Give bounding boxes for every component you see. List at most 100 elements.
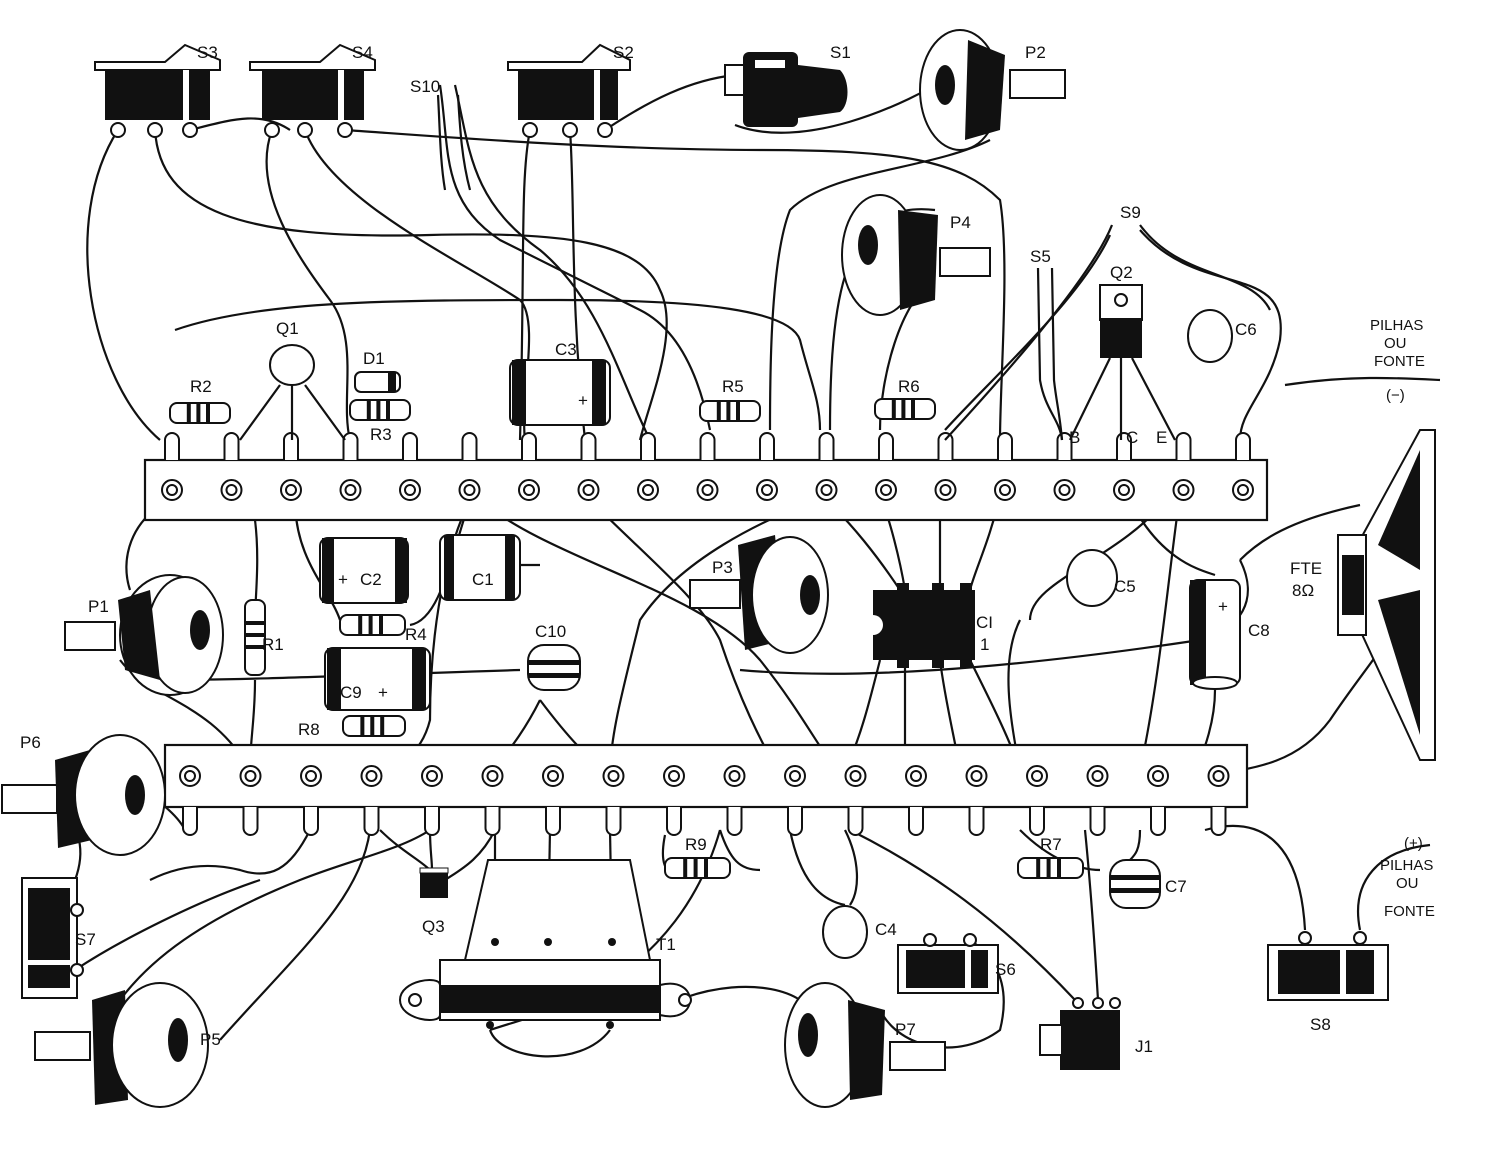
terminal-eyelet [934, 479, 957, 501]
terminal-eyelet [220, 479, 243, 501]
solder-lug [424, 807, 440, 836]
transformer-t1 [398, 859, 692, 1029]
capacitor-c2 [319, 537, 409, 604]
label-r7: R7 [1040, 835, 1062, 854]
label-c9: C9 [340, 683, 362, 702]
terminal-eyelet [458, 479, 481, 501]
label-c5: C5 [1114, 577, 1136, 596]
resistor-r8 [342, 715, 406, 737]
label-r8: R8 [298, 720, 320, 739]
terminal-eyelet [844, 765, 867, 787]
solder-lug [545, 807, 561, 836]
solder-lug [878, 432, 894, 460]
slide-switch-s7[interactable] [21, 877, 84, 999]
switch-s3[interactable] [94, 43, 221, 138]
label-s6: S6 [995, 960, 1016, 979]
label-d1: D1 [363, 349, 385, 368]
lower-terminal-strip [163, 743, 1249, 836]
transistor-q1 [239, 344, 346, 441]
terminal-eyelet [965, 765, 988, 787]
label-s2: S2 [613, 43, 634, 62]
potentiometer-p1[interactable] [64, 574, 224, 696]
potentiometer-p6[interactable] [1, 734, 166, 856]
supply-neg-line2: OU [1384, 335, 1407, 352]
solder-lug [605, 807, 622, 836]
terminal-eyelet [815, 479, 838, 501]
label-p1: P1 [88, 597, 109, 616]
solder-lug [182, 807, 198, 836]
solder-lug [402, 432, 418, 460]
jack-j1[interactable] [1039, 997, 1121, 1070]
resistor-r7 [1017, 857, 1084, 879]
label-r6: R6 [898, 377, 920, 396]
supply-pos-polarity: (+) [1404, 835, 1423, 852]
solder-lug [666, 807, 682, 836]
capacitor-c3 [509, 359, 611, 426]
switch-s4[interactable] [249, 43, 376, 138]
solder-lug [580, 432, 597, 460]
label-p6: P6 [20, 733, 41, 752]
resistor-r2 [169, 402, 231, 424]
label-s9: S9 [1120, 203, 1141, 222]
potentiometer-p3[interactable] [689, 535, 829, 654]
terminal-eyelet [756, 479, 778, 501]
solder-lug [818, 432, 835, 460]
terminal-eyelet [1026, 765, 1048, 787]
label-q2-c: C [1126, 428, 1138, 447]
capacitor-c9 [324, 647, 431, 711]
label-q2-e: E [1156, 428, 1167, 447]
solder-lug [908, 807, 924, 836]
supply-neg-polarity: (−) [1386, 387, 1405, 404]
label-r4: R4 [405, 625, 427, 644]
switch-s1[interactable] [724, 52, 848, 127]
label-r9: R9 [685, 835, 707, 854]
solder-lug [303, 807, 319, 836]
label-s4: S4 [352, 43, 373, 62]
label-speaker-line1: FTE [1290, 559, 1322, 578]
terminal-eyelet [875, 479, 897, 501]
terminal-eyelet [300, 765, 322, 787]
solder-lug [461, 432, 478, 460]
terminal-eyelet [542, 765, 564, 787]
terminal-eyelet [696, 479, 719, 501]
terminal-eyelet [421, 765, 443, 787]
label-c8: C8 [1248, 621, 1270, 640]
terminal-eyelet [179, 765, 201, 787]
terminal-eyelet [602, 765, 625, 787]
polarity-c8: + [1218, 597, 1228, 616]
terminal-eyelet [905, 765, 927, 787]
solder-lug [759, 432, 775, 460]
label-t1: T1 [656, 935, 676, 954]
polarity-c3: + [578, 391, 588, 410]
potentiometer-p4[interactable] [841, 194, 991, 316]
resistor-r1 [244, 599, 266, 676]
solder-lug [1235, 432, 1251, 460]
potentiometer-p7[interactable] [784, 982, 946, 1108]
potentiometer-p5[interactable] [34, 982, 209, 1108]
potentiometer-p2[interactable] [919, 29, 1066, 151]
capacitor-c8 [1189, 579, 1241, 690]
terminal-eyelet [1053, 479, 1076, 501]
terminal-eyelet [723, 765, 746, 787]
terminal-eyelet [1086, 765, 1109, 787]
label-p3: P3 [712, 558, 733, 577]
solder-lug [223, 432, 240, 460]
slide-switch-s8[interactable] [1267, 931, 1389, 1001]
terminal-eyelet [161, 479, 183, 501]
capacitor-c7 [1109, 859, 1161, 909]
terminal-eyelet [637, 479, 659, 501]
label-c7: C7 [1165, 877, 1187, 896]
label-q2: Q2 [1110, 263, 1133, 282]
slide-switch-s6[interactable] [897, 933, 999, 994]
supply-pos-line3: FONTE [1384, 903, 1435, 920]
label-p5: P5 [200, 1030, 221, 1049]
label-p4: P4 [950, 213, 971, 232]
label-s10: S10 [410, 77, 440, 96]
label-s5: S5 [1030, 247, 1051, 266]
solder-lug [1210, 807, 1227, 836]
terminal-eyelet [518, 479, 540, 501]
switch-s2[interactable] [507, 43, 631, 138]
supply-pos-line2: OU [1396, 875, 1419, 892]
supply-neg-line3: FONTE [1374, 353, 1425, 370]
